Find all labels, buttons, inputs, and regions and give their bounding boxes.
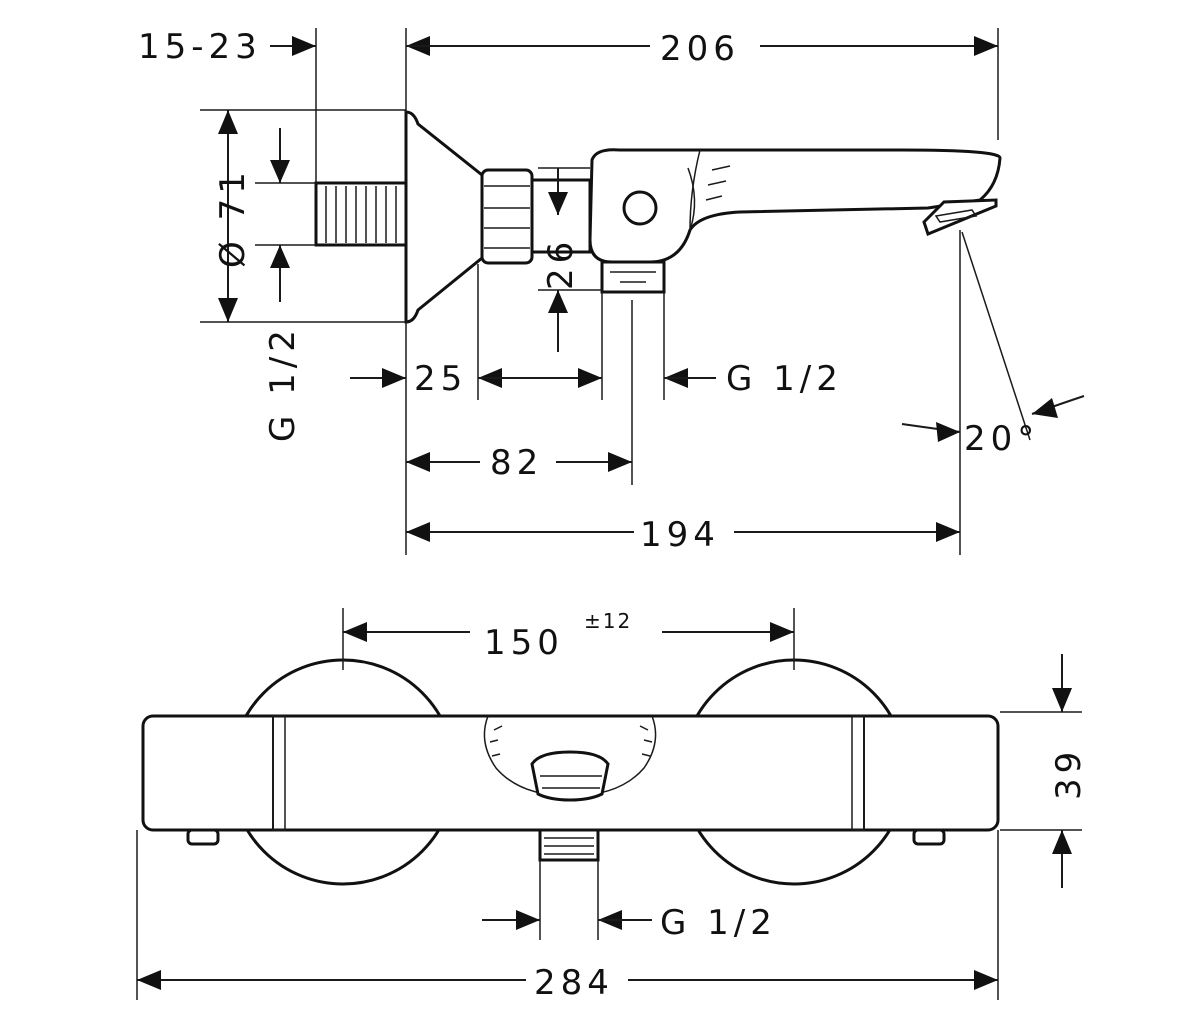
right-cap-step xyxy=(851,715,865,831)
label-outlet-thread: G 1/2 xyxy=(726,359,843,399)
rosette-cone xyxy=(404,110,484,324)
front-view: 150 ±12 39 G 1/2 284 xyxy=(136,608,1089,1003)
label-center-distance: 150 xyxy=(484,623,564,663)
right-foot xyxy=(912,828,946,846)
label-spout-length: 194 xyxy=(640,515,720,555)
left-cap-step xyxy=(272,715,286,831)
front-extension-lines xyxy=(136,608,1082,1000)
label-connection-depth: 15-23 xyxy=(138,27,262,67)
bottom-outlet-front xyxy=(538,828,600,862)
label-rosette-diameter: Ø 71 xyxy=(213,167,253,268)
label-spout-height: 26 xyxy=(541,237,581,290)
label-thread-left: G 1/2 xyxy=(263,325,303,442)
dimension-spout-angle: 20° xyxy=(901,395,1085,459)
bottom-outlet xyxy=(600,260,666,294)
wall-connector xyxy=(314,181,408,247)
dimension-rosette-offset: 25 xyxy=(350,359,540,399)
center-control xyxy=(483,715,657,802)
label-overall-width: 284 xyxy=(534,963,614,1003)
dimension-rosette-diameter: Ø 71 xyxy=(213,110,253,322)
label-outlet-distance: 82 xyxy=(490,443,543,483)
label-spout-angle: 20° xyxy=(964,419,1039,459)
dimension-outlet-thread: G 1/2 xyxy=(540,359,843,399)
label-body-height: 39 xyxy=(1049,747,1089,800)
spout-outlet xyxy=(922,198,998,236)
side-view: 15-23 206 Ø 71 G 1/2 26 xyxy=(138,27,1085,555)
dimension-spout-length: 194 xyxy=(406,515,960,555)
dimension-body-height: 39 xyxy=(1049,654,1089,888)
label-rosette-offset: 25 xyxy=(414,359,467,399)
label-center-tolerance: ±12 xyxy=(584,609,632,633)
side-extension-lines xyxy=(200,28,1031,555)
dimension-spout-height: 26 xyxy=(541,168,581,352)
dimension-outlet-distance: 82 xyxy=(406,443,632,483)
label-total-length: 206 xyxy=(660,29,740,69)
dimension-thread-left: G 1/2 xyxy=(263,128,303,442)
dimension-overall-width: 284 xyxy=(137,963,998,1003)
label-bottom-outlet-thread: G 1/2 xyxy=(660,903,777,943)
dimension-total-length: 15-23 206 xyxy=(138,27,998,69)
left-foot xyxy=(186,828,220,846)
dimension-bottom-outlet-thread: G 1/2 xyxy=(482,903,777,943)
hex-nut xyxy=(480,168,534,265)
dimension-center-distance: 150 ±12 xyxy=(343,609,794,663)
